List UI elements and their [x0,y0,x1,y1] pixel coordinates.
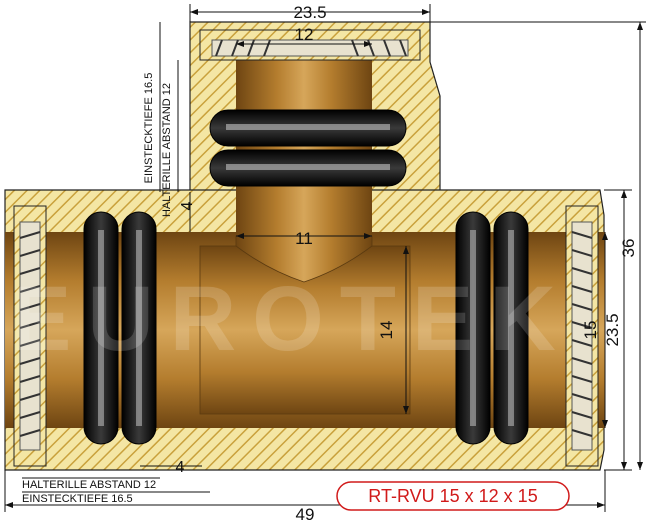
product-label-box [336,481,570,511]
right-clamp-ring [565,205,599,467]
right-o-rings [455,211,529,445]
dim-top-width: 23.5 [293,3,326,22]
dim-top-inner: 12 [295,25,314,44]
dim-groove-depth-bottom: 4 [176,459,185,476]
note-halterille-vertical: HALTERILLE ABSTAND 12 [161,83,173,217]
dimension-arrows [5,9,643,508]
watermark: EUROTEK [10,268,572,370]
top-o-rings [209,109,407,187]
left-clamp-ring [13,205,47,467]
dim-total-length: 49 [296,505,315,524]
note-einstecktiefe-bottom: EINSTECKTIEFE 16.5 [22,493,133,505]
dim-branch-inner: 11 [295,229,313,248]
note-einstecktiefe-vertical: EINSTECKTIEFE 16.5 [143,73,155,184]
note-halterille-bottom: HALTERILLE ABSTAND 12 [22,479,156,491]
left-o-rings [83,211,157,445]
dim-groove-depth-top: 4 [179,201,196,210]
dim-right-outer: 23.5 [603,313,622,346]
dim-right-inner: 15 [581,321,600,340]
product-label: RT-RVU 15 x 12 x 15 [368,486,537,506]
dim-main-bore: 14 [377,321,396,340]
dim-total-height: 36 [619,239,638,258]
